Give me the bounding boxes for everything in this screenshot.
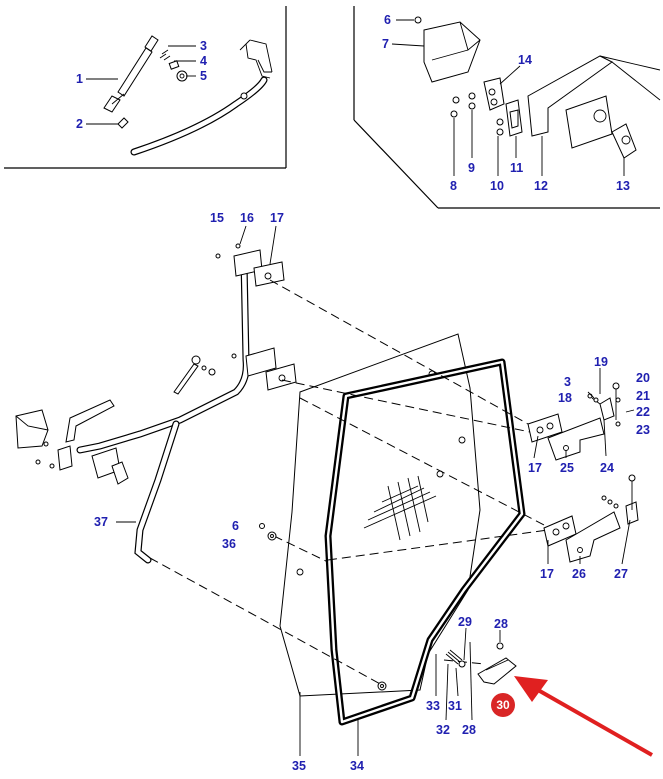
label-8: 8 <box>450 179 457 193</box>
inset-right-frame <box>353 6 660 209</box>
label-19: 19 <box>594 355 608 369</box>
label-10: 10 <box>490 179 504 193</box>
label-25: 25 <box>560 461 574 475</box>
label-16: 16 <box>240 211 254 225</box>
right-hinge-upper <box>527 382 621 461</box>
label-14: 14 <box>518 53 532 67</box>
label-3-right: 3 <box>564 375 571 389</box>
latch-bracket-inset <box>414 16 661 159</box>
cab-frame-tube <box>76 258 250 564</box>
label-2: 2 <box>76 117 83 131</box>
right-hinge-lower <box>543 474 639 563</box>
label-15: 15 <box>210 211 224 225</box>
label-33: 33 <box>426 699 440 713</box>
upper-hinge-brackets <box>233 249 297 391</box>
frame-gas-strut <box>173 353 237 395</box>
label-7: 7 <box>382 37 389 51</box>
label-17-top: 17 <box>270 211 284 225</box>
label-24: 24 <box>600 461 614 475</box>
label-37: 37 <box>94 515 108 529</box>
highlighted-part-marker: 30 <box>491 693 515 717</box>
label-5: 5 <box>200 69 207 83</box>
label-18: 18 <box>558 391 572 405</box>
label-34: 34 <box>350 759 364 773</box>
label-32: 32 <box>436 723 450 737</box>
label-9: 9 <box>468 161 475 175</box>
label-21: 21 <box>636 389 650 403</box>
label-31: 31 <box>448 699 462 713</box>
fasteners-6-36 <box>215 243 277 541</box>
label-17-mid: 17 <box>528 461 542 475</box>
assembly-lines <box>149 279 549 687</box>
door-frame-seal <box>324 358 526 726</box>
label-3: 3 <box>200 39 207 53</box>
label-17-low: 17 <box>540 567 554 581</box>
highlight-arrow <box>514 676 653 757</box>
label-30: 30 <box>496 698 510 712</box>
label-20: 20 <box>636 371 650 385</box>
label-22: 22 <box>636 405 650 419</box>
label-4: 4 <box>200 54 207 68</box>
part-labels: 1 2 3 4 5 6 7 14 8 9 10 11 12 13 15 16 1… <box>76 13 650 773</box>
label-23: 23 <box>636 423 650 437</box>
label-1: 1 <box>76 72 83 86</box>
label-26: 26 <box>572 567 586 581</box>
label-28-top: 28 <box>494 617 508 631</box>
label-35: 35 <box>292 759 306 773</box>
left-latch-assembly <box>15 399 129 485</box>
label-28-low: 28 <box>462 723 476 737</box>
inset-left-frame <box>4 6 287 169</box>
label-27: 27 <box>614 567 628 581</box>
label-29: 29 <box>458 615 472 629</box>
glass-hatch-symbol <box>363 475 437 541</box>
label-13: 13 <box>616 179 630 193</box>
label-6-mid: 6 <box>232 519 239 533</box>
label-36: 36 <box>222 537 236 551</box>
leader-lines <box>86 19 635 756</box>
label-6: 6 <box>384 13 391 27</box>
door-handle-assembly <box>445 642 517 685</box>
label-12: 12 <box>534 179 548 193</box>
gas-strut-inset <box>103 35 273 156</box>
label-11: 11 <box>510 161 523 175</box>
